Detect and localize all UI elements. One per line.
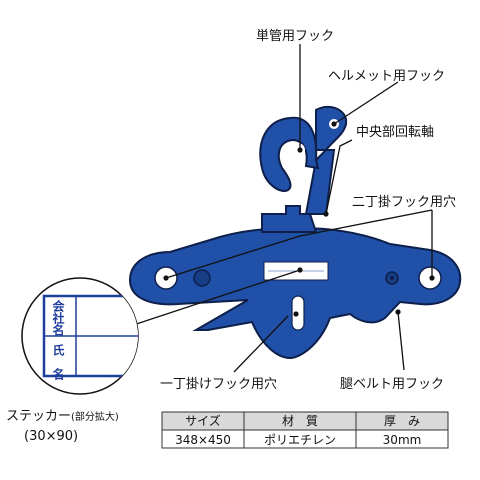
spec-header-material: 材 質	[282, 413, 318, 428]
single-pipe-hook-shape	[259, 116, 320, 192]
leader-sticker	[117, 269, 301, 331]
leader-dot	[331, 121, 337, 127]
right-rivet-center	[390, 276, 394, 280]
leader-dot	[297, 147, 303, 153]
spec-header-thickness: 厚 み	[384, 414, 420, 428]
sticker-size: (30×90)	[24, 429, 78, 444]
sticker-row2-label: 氏 名	[51, 343, 65, 381]
sticker-caption: ステッカー(部分拡大)	[6, 409, 119, 424]
hanger-body	[128, 105, 462, 360]
spec-value-material: ポリエチレン	[264, 433, 336, 447]
label-double-hook-hole: 二丁掛フック用穴	[352, 195, 456, 210]
label-single-hook-hole: 一丁掛けフック用穴	[160, 377, 277, 392]
leader-helmet-hook	[333, 81, 399, 125]
spec-value-size: 348×450	[175, 433, 231, 447]
leader-dot	[395, 309, 401, 315]
sticker-row1-label: 会社名	[51, 299, 65, 337]
leader-single-hook-hole	[233, 315, 289, 373]
leader-dot	[323, 211, 329, 217]
leader-dot	[293, 311, 299, 317]
hanger-center-block	[261, 205, 318, 233]
hanger-neck	[304, 149, 336, 215]
sticker-zoom: 会社名 氏 名	[21, 277, 139, 395]
label-belt-hook: 腿ベルト用フック	[340, 377, 444, 392]
leader-center-axis	[325, 139, 353, 215]
helmet-hook-shape	[315, 105, 348, 151]
leader-dot	[297, 267, 303, 273]
leader-lines	[117, 44, 435, 373]
spec-header-size: サイズ	[185, 413, 221, 428]
spec-value-thickness: 30mm	[383, 433, 422, 447]
leader-double-hook-hole-bottom	[165, 209, 433, 279]
leader-dot	[429, 275, 435, 281]
label-center-rotation-axis: 中央部回転軸	[356, 125, 434, 140]
leader-belt-hook	[397, 311, 405, 371]
hanger-main-plate	[128, 226, 462, 360]
sticker-title-note: (部分拡大)	[71, 410, 119, 423]
left-rivet	[193, 269, 211, 287]
leader-dot	[163, 275, 169, 281]
spec-table-header-bg	[162, 412, 448, 430]
spec-table: サイズ 材 質 厚 み 348×450 ポリエチレン 30mm	[161, 411, 449, 449]
label-single-pipe-hook: 単管用フック	[256, 28, 334, 44]
label-helmet-hook: ヘルメット用フック	[328, 69, 445, 84]
sticker-title: ステッカー	[6, 409, 71, 424]
